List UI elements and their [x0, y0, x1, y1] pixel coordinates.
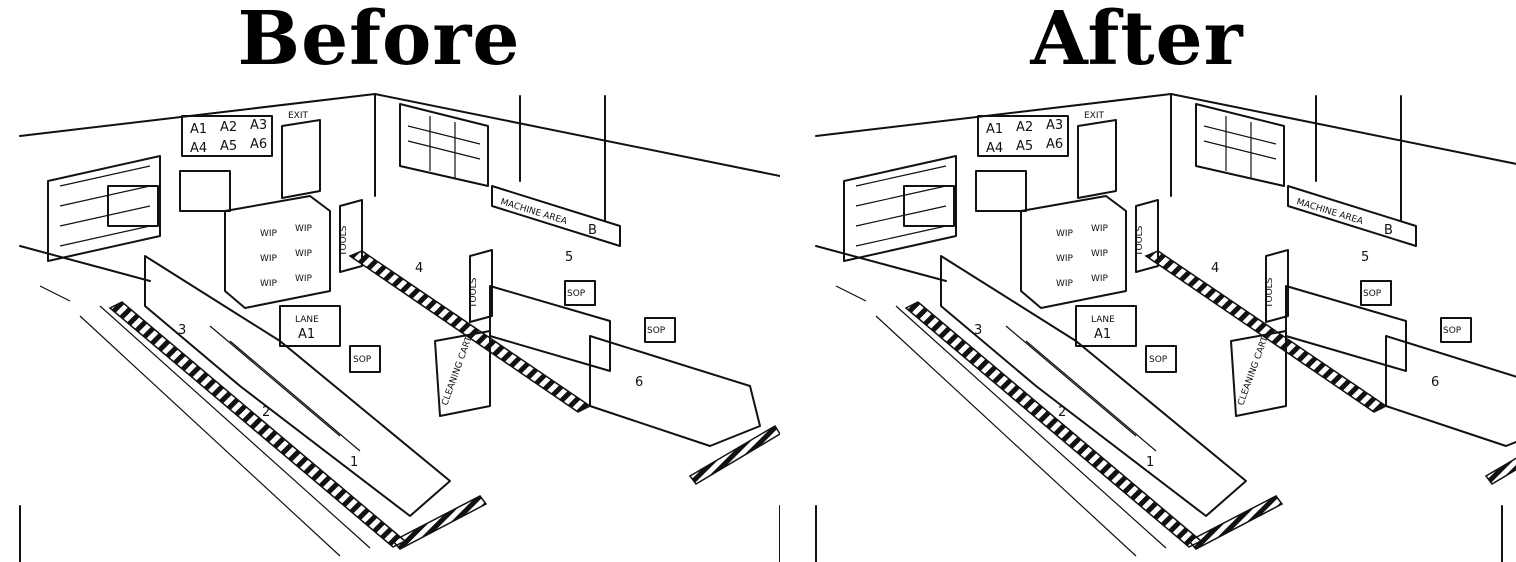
factory-floor-drawing-before: A1 A2 A3 A4 A5 A6 EXIT MACHINE AREA B WI… — [19, 93, 780, 562]
bin-label: A5 — [1016, 139, 1033, 154]
wip-label: WIP — [1056, 254, 1074, 264]
bin-label: A6 — [1046, 137, 1063, 152]
cleaning-cart-label: CLEANING CART — [440, 335, 474, 407]
bin-label-grid: A1 A2 A3 A4 A5 A6 — [977, 115, 1069, 157]
bin-label: A5 — [220, 139, 237, 154]
before-illustration: A1 A2 A3 A4 A5 A6 EXIT MACHINE AREA B WI… — [10, 86, 780, 562]
sop-sign: SOP — [1363, 289, 1382, 299]
exit-sign: EXIT — [1084, 111, 1105, 121]
bin-label: A2 — [220, 120, 237, 135]
lane-id: A1 — [1094, 327, 1111, 342]
wip-stack: WIP WIP WIP WIP WIP WIP — [1020, 195, 1127, 309]
bin-label: A4 — [986, 141, 1003, 156]
sop-sign: SOP — [1149, 355, 1168, 365]
station-number: 5 — [1361, 250, 1369, 265]
sop-sign: SOP — [353, 355, 372, 365]
station-number: 4 — [1211, 261, 1219, 276]
station-number: 2 — [1058, 405, 1066, 420]
wip-label: WIP — [260, 229, 278, 239]
wip-label: WIP — [1091, 249, 1109, 259]
station-number: 4 — [415, 261, 423, 276]
wip-label: WIP — [260, 254, 278, 264]
bin-label: A3 — [1046, 118, 1063, 133]
tools-label: TOOLS — [469, 277, 479, 309]
bin-label: A1 — [986, 122, 1003, 137]
cleaning-cart-label: CLEANING CART — [1236, 335, 1270, 407]
machine-area-letter: B — [1384, 223, 1393, 238]
station-number: 6 — [635, 375, 643, 390]
wip-label: WIP — [295, 249, 313, 259]
bin-label: A2 — [1016, 120, 1033, 135]
wip-label: WIP — [260, 279, 278, 289]
bin-label-grid: A1 A2 A3 A4 A5 A6 — [181, 115, 273, 157]
factory-floor-drawing-after: A1 A2 A3 A4 A5 A6 EXIT MACHINE AREA B WI… — [815, 93, 1516, 562]
station-number: 2 — [262, 405, 270, 420]
lane-id: A1 — [298, 327, 315, 342]
wip-label: WIP — [1091, 274, 1109, 284]
station-number: 3 — [178, 323, 186, 338]
lane-label: LANE — [295, 315, 319, 325]
sop-sign: SOP — [567, 289, 586, 299]
bin-label: A4 — [190, 141, 207, 156]
wip-label: WIP — [295, 224, 313, 234]
bin-label: A1 — [190, 122, 207, 137]
sop-sign: SOP — [1443, 326, 1462, 336]
wip-label: WIP — [1091, 224, 1109, 234]
station-number: 1 — [350, 455, 358, 470]
after-title: After — [1030, 0, 1244, 82]
sop-sign: SOP — [647, 326, 666, 336]
exit-sign: EXIT — [288, 111, 309, 121]
lane-label: LANE — [1091, 315, 1115, 325]
machine-area-letter: B — [588, 223, 597, 238]
tools-label: TOOLS — [339, 225, 349, 257]
wip-label: WIP — [295, 274, 313, 284]
before-title: Before — [237, 0, 521, 82]
wip-label: WIP — [1056, 229, 1074, 239]
bin-label: A6 — [250, 137, 267, 152]
after-illustration: A1 A2 A3 A4 A5 A6 EXIT MACHINE AREA B WI… — [806, 86, 1516, 562]
station-number: 6 — [1431, 375, 1439, 390]
wip-label: WIP — [1056, 279, 1074, 289]
tools-label: TOOLS — [1135, 225, 1145, 257]
tools-label: TOOLS — [1265, 277, 1275, 309]
station-number: 5 — [565, 250, 573, 265]
station-number: 3 — [974, 323, 982, 338]
wip-stack: WIP WIP WIP WIP WIP WIP — [224, 195, 331, 309]
station-number: 1 — [1146, 455, 1154, 470]
bin-label: A3 — [250, 118, 267, 133]
